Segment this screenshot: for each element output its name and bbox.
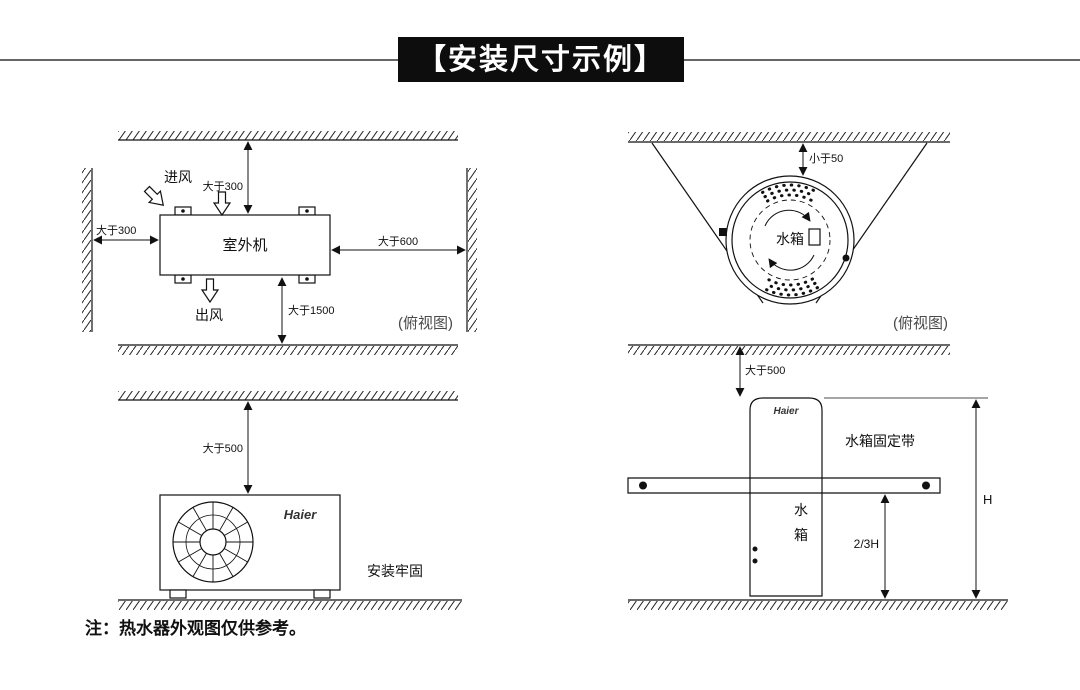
view-type-label: (俯视图)	[398, 315, 453, 332]
tank-fitting	[752, 546, 758, 552]
air-outlet-label: 出风	[195, 307, 223, 323]
tank-outer-circle	[725, 175, 855, 305]
strap-bolt	[922, 481, 930, 490]
brand-logo: Haier	[773, 406, 799, 417]
outdoor-unit-outline	[159, 214, 331, 276]
tank-front-view-panel: 大于500 Haier 水 箱 水箱固定带 H 2/3H	[627, 346, 1008, 610]
wall-hatch-top	[118, 131, 458, 140]
footer-note: 注：热水器外观图仅供参考。	[85, 618, 306, 638]
tank-handle	[719, 228, 727, 236]
air-outlet-arrow-icon	[201, 278, 219, 303]
clearance-dimension-label: 大于500	[745, 363, 785, 377]
header: 【安装尺寸示例】	[0, 37, 1080, 82]
tank-inner-ring	[731, 181, 849, 299]
wall-hatch-right	[468, 168, 477, 332]
tank-fitting	[752, 558, 758, 564]
wall-hatch-bottom	[118, 346, 458, 355]
rotation-arrow-icon	[768, 254, 815, 271]
outdoor-unit-label: 室外机	[222, 237, 267, 254]
floor-hatch	[628, 601, 1008, 610]
install-firmly-label: 安装牢固	[367, 563, 423, 579]
dimension-right-label: 大于600	[378, 234, 418, 248]
tank-label-char: 水	[794, 502, 808, 518]
outdoor-unit-front-body: Haier	[159, 494, 341, 599]
floor-hatch	[118, 601, 462, 610]
tab-hole	[305, 209, 309, 213]
air-inlet-arrow-icon	[213, 191, 231, 216]
tab-hole	[181, 277, 185, 281]
tank-fitting	[808, 228, 821, 246]
ceiling-hatch	[118, 391, 458, 400]
wall-hatch-bottom	[628, 346, 950, 355]
strap-height-label: 2/3H	[854, 537, 879, 551]
title-box	[398, 37, 684, 82]
wall-hatch-top	[628, 132, 950, 141]
tank-front-outline	[749, 397, 823, 597]
rotation-arrow-icon	[764, 209, 811, 227]
page-title: 【安装尺寸示例】	[417, 42, 665, 76]
unit-foot	[169, 589, 187, 599]
air-inlet-arrow-icon	[140, 182, 170, 212]
tank-top-view-panel: 水箱 小于50 (俯视图)	[628, 132, 950, 355]
tank-handle	[842, 254, 850, 262]
air-inlet-label: 进风	[164, 169, 192, 185]
vent-holes-bottom	[761, 277, 819, 297]
wall-hatch-left	[82, 168, 91, 332]
fan-grille-icon	[172, 501, 254, 583]
tank-label: 水箱	[776, 231, 804, 247]
unit-foot	[313, 589, 331, 599]
outdoor-unit-front-view-panel: 大于500 Haier 安装牢固	[118, 391, 462, 610]
tab-hole	[181, 209, 185, 213]
dimension-bottom-label: 大于1500	[288, 303, 334, 317]
tank-dashed-circle	[749, 199, 831, 281]
tank-label-char: 箱	[794, 527, 808, 543]
outdoor-unit-body: 室外机	[159, 206, 331, 284]
gap-dimension-label: 小于50	[809, 152, 843, 165]
outdoor-unit-top-view-panel: 室外机 进风 出风 大于300 大于300 大于600 大于1500 (俯视图)	[82, 131, 477, 355]
dimension-left-label: 大于300	[96, 223, 136, 237]
brand-logo: Haier	[284, 507, 317, 522]
vent-holes-top	[761, 183, 819, 203]
fixing-strap	[627, 477, 941, 494]
total-height-label: H	[983, 492, 992, 507]
dimension-top-label: 大于300	[203, 179, 243, 193]
view-type-label: (俯视图)	[893, 315, 948, 332]
strap-bolt	[639, 481, 647, 490]
strap-label: 水箱固定带	[845, 433, 915, 449]
tab-hole	[305, 277, 309, 281]
clearance-dimension-label: 大于500	[203, 441, 243, 455]
